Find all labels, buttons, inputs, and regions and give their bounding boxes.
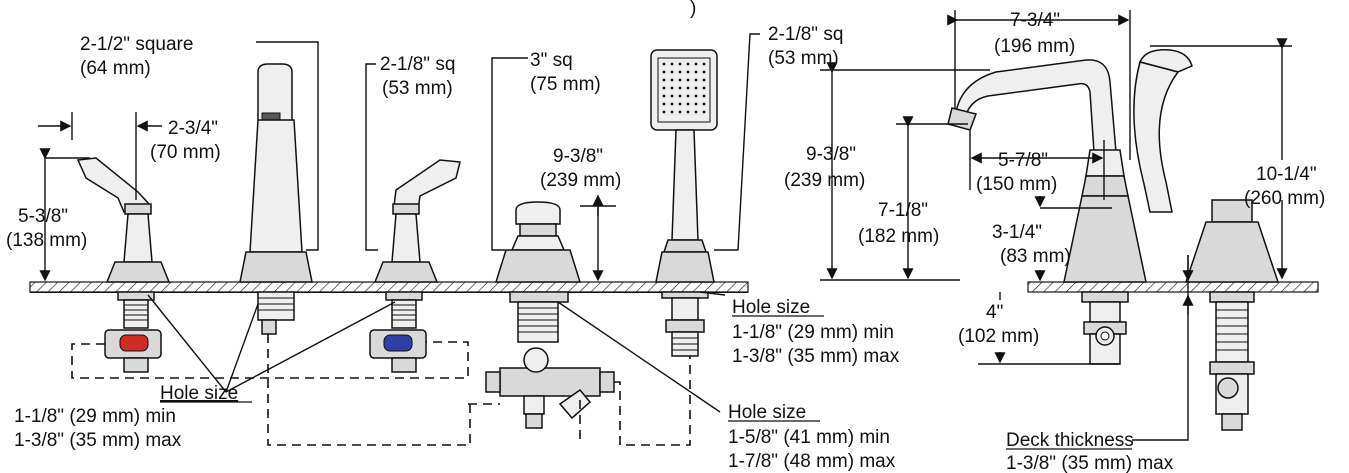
spout-width-label: 7-3/4": [1010, 10, 1060, 31]
hole-size-b-max: 1-3/8" (35 mm) max: [732, 346, 900, 367]
shower-sq-label: 2-1/8" sq: [768, 24, 843, 45]
hole-size-c-min: 1-5/8" (41 mm) min: [728, 427, 890, 448]
handshower-side-view: [1133, 49, 1280, 431]
spout-width-mm-label: (196 mm): [994, 36, 1075, 57]
shower-height-mm-label: (260 mm): [1244, 188, 1325, 209]
valve-square-a-mm-label: (64 mm): [80, 58, 151, 79]
spout-height-label: 9-3/8": [806, 144, 856, 165]
spout-side-view: [947, 59, 1147, 365]
hole-size-b-min: 1-1/8" (29 mm) min: [732, 322, 894, 343]
spray-holes: [662, 62, 706, 114]
deck-thickness-title: Deck thickness: [1006, 430, 1134, 451]
hole-size-c-max: 1-7/8" (48 mm) max: [728, 451, 896, 472]
center-valve-body: [239, 63, 313, 335]
deck-thickness-max: 1-3/8" (35 mm) max: [1006, 453, 1174, 473]
diverter-valve: [485, 201, 615, 429]
handshower-left: [650, 49, 718, 357]
hot-valve-handle: [76, 157, 171, 373]
cold-valve-handle: [369, 159, 461, 373]
spout-reach-label: 5-7/8": [998, 150, 1048, 171]
plumbing-connections: [71, 334, 691, 446]
spout-base-label: 3-1/4": [992, 222, 1042, 243]
spout-clearance-mm-label: (182 mm): [858, 226, 939, 247]
spout-base-mm-label: (83 mm): [1000, 246, 1071, 267]
hot-valve-threads: [123, 299, 149, 329]
diverter-sq-mm-label: (75 mm): [530, 74, 601, 95]
diverter-height-mm-label: (239 mm): [540, 170, 621, 191]
shower-height-label: 10-1/4": [1256, 164, 1317, 185]
hole-size-c-title: Hole size: [728, 402, 806, 423]
top-partial-label: ): [690, 0, 696, 19]
spout-height-mm-label: (239 mm): [784, 170, 865, 191]
hot-indicator: [119, 334, 149, 352]
below-deck-label: 4": [986, 302, 1003, 323]
hole-size-b-title: Hole size: [732, 297, 810, 318]
diverter-height-label: 9-3/8": [553, 146, 603, 167]
valve-offset-mm-label: (70 mm): [150, 142, 221, 163]
deck-right: [1027, 281, 1319, 293]
spout-clearance-label: 7-1/8": [878, 200, 928, 221]
handle-sq-label: 2-1/8" sq: [380, 54, 455, 75]
dimension-lines: [38, 10, 1292, 441]
hole-size-a-min: 1-1/8" (29 mm) min: [14, 406, 176, 427]
valve-height-mm-label: (138 mm): [6, 230, 87, 251]
labels: ) 2-1/2" square (64 mm) 2-3/4" (70 mm) 5…: [6, 0, 1325, 473]
valve-height-label: 5-3/8": [18, 206, 68, 227]
spout-reach-mm-label: (150 mm): [976, 174, 1057, 195]
hole-size-a-max: 1-3/8" (35 mm) max: [14, 430, 182, 451]
handle-sq-mm-label: (53 mm): [382, 78, 453, 99]
valve-offset-label: 2-3/4": [168, 118, 218, 139]
hole-size-a-title: Hole size: [160, 383, 238, 404]
diverter-sq-label: 3" sq: [530, 50, 573, 71]
valve-square-a-label: 2-1/2" square: [80, 34, 193, 55]
cold-indicator: [383, 334, 413, 352]
below-deck-mm-label: (102 mm): [958, 326, 1039, 347]
shower-sq-mm-label: (53 mm): [768, 48, 839, 69]
